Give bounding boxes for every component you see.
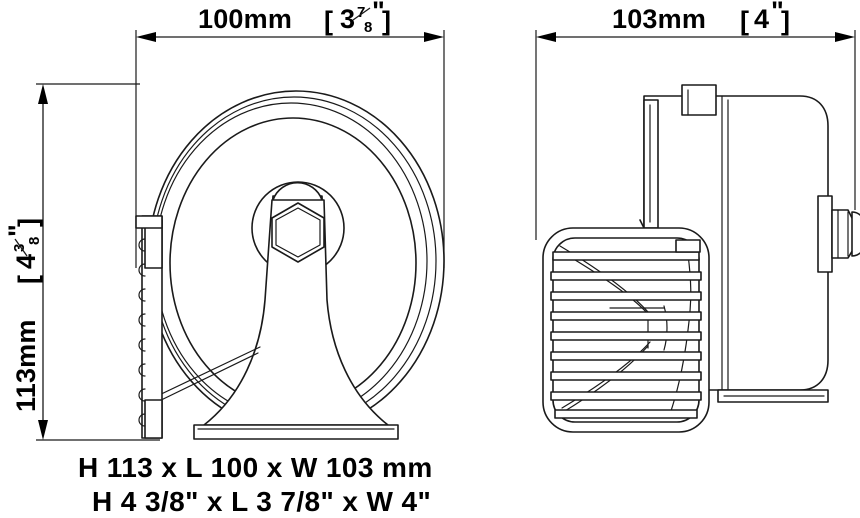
dimension-label-100mm: 100mm [ 3 7 8 " ] xyxy=(198,0,391,36)
bracket-close-100mm: ] xyxy=(382,6,391,36)
dimension-103mm xyxy=(535,30,856,240)
label-113mm-frac-denominator: 8 xyxy=(26,237,43,245)
caption-imperial: H 4 3/8" x L 3 7/8" x W 4" xyxy=(92,486,431,517)
dimension-113mm xyxy=(36,83,160,441)
grille-slat xyxy=(550,311,702,321)
grille-slat xyxy=(550,291,702,301)
dimension-label-113mm: 113mm [ 4 3 8 " ] xyxy=(3,218,43,412)
terminal-hex-fitting xyxy=(817,195,860,273)
bracket-open-103mm: [ xyxy=(740,6,749,36)
arrowhead-right-icon xyxy=(835,32,855,42)
bracket-close-113mm: ] xyxy=(13,218,43,227)
bracket-open-113mm: [ xyxy=(13,275,43,284)
grille-slat xyxy=(550,351,702,361)
support-strut-upper xyxy=(154,346,261,398)
flared-base xyxy=(203,181,389,426)
hex-nut xyxy=(271,202,325,263)
fraction-slash-113mm xyxy=(14,238,28,257)
top-mounting-tab xyxy=(681,84,717,116)
grille-slat xyxy=(552,251,700,261)
throat-vertical-right xyxy=(663,305,668,351)
front-elevation-view xyxy=(542,84,860,433)
bracket-notch xyxy=(138,238,146,252)
bracket-notch xyxy=(138,338,146,352)
rear-bracket-arm xyxy=(639,99,659,237)
support-strut-lower xyxy=(154,352,259,404)
hex-nut-outer xyxy=(271,202,325,263)
arrowhead-bottom-icon xyxy=(38,420,48,440)
grille-slat xyxy=(550,331,702,341)
arrowhead-left-icon xyxy=(136,32,156,42)
label-103mm-inch-mark: " xyxy=(771,0,784,26)
label-100mm-frac-denominator: 8 xyxy=(364,19,372,36)
grille-corner-notch xyxy=(675,239,701,253)
label-113mm-inch-mark: " xyxy=(3,224,33,237)
bracket-notch xyxy=(138,363,146,377)
top-tab-body xyxy=(681,84,717,116)
arrowhead-right-icon xyxy=(424,32,444,42)
bracket-notch xyxy=(138,388,146,402)
terminal-dome-cap xyxy=(851,211,860,257)
grille-frame-inner xyxy=(552,237,700,423)
grille-slat xyxy=(550,271,702,281)
base-plate-body xyxy=(193,424,399,440)
louvre-grille xyxy=(542,227,710,433)
label-113mm-inch-whole: 4 xyxy=(11,254,41,269)
grille-slat xyxy=(554,409,698,419)
grille-slat xyxy=(550,371,702,381)
bracket-notch xyxy=(138,413,146,427)
label-100mm-mm: 100mm xyxy=(198,4,292,34)
grille-slats xyxy=(550,251,702,419)
grille-slat xyxy=(550,391,702,401)
label-113mm-mm: 113mm xyxy=(11,319,41,412)
terminal-hex-body xyxy=(831,209,855,259)
label-113mm-frac-numerator: 3 xyxy=(11,244,28,252)
label-100mm-frac-numerator: 7 xyxy=(357,4,365,21)
side-elevation-view xyxy=(135,90,445,440)
label-103mm-mm: 103mm xyxy=(612,4,706,34)
mounting-bracket xyxy=(135,215,163,439)
bracket-notch xyxy=(138,313,146,327)
fraction-slash-100mm xyxy=(352,7,371,21)
caption-metric: H 113 x L 100 x W 103 mm xyxy=(78,452,433,483)
bracket-top-tab xyxy=(135,215,163,229)
label-103mm-inch-whole: 4 xyxy=(754,4,769,34)
base-plate xyxy=(193,424,399,440)
bracket-notches xyxy=(138,238,146,427)
bracket-notch xyxy=(138,263,146,277)
label-100mm-inch-mark: " xyxy=(372,0,385,26)
bracket-bottom-segment xyxy=(144,399,163,439)
bracket-open-100mm: [ xyxy=(324,6,333,36)
terminal-base xyxy=(817,195,833,273)
bracket-arm-body xyxy=(643,99,659,229)
label-100mm-inch-whole: 3 xyxy=(340,4,355,34)
arrowhead-top-icon xyxy=(38,84,48,104)
hex-nut-inner xyxy=(275,207,321,258)
bracket-close-103mm: ] xyxy=(781,6,790,36)
bracket-notch xyxy=(138,288,146,302)
dimension-label-103mm: 103mm [ 4 " ] xyxy=(612,0,790,36)
arrowhead-left-icon xyxy=(536,32,556,42)
